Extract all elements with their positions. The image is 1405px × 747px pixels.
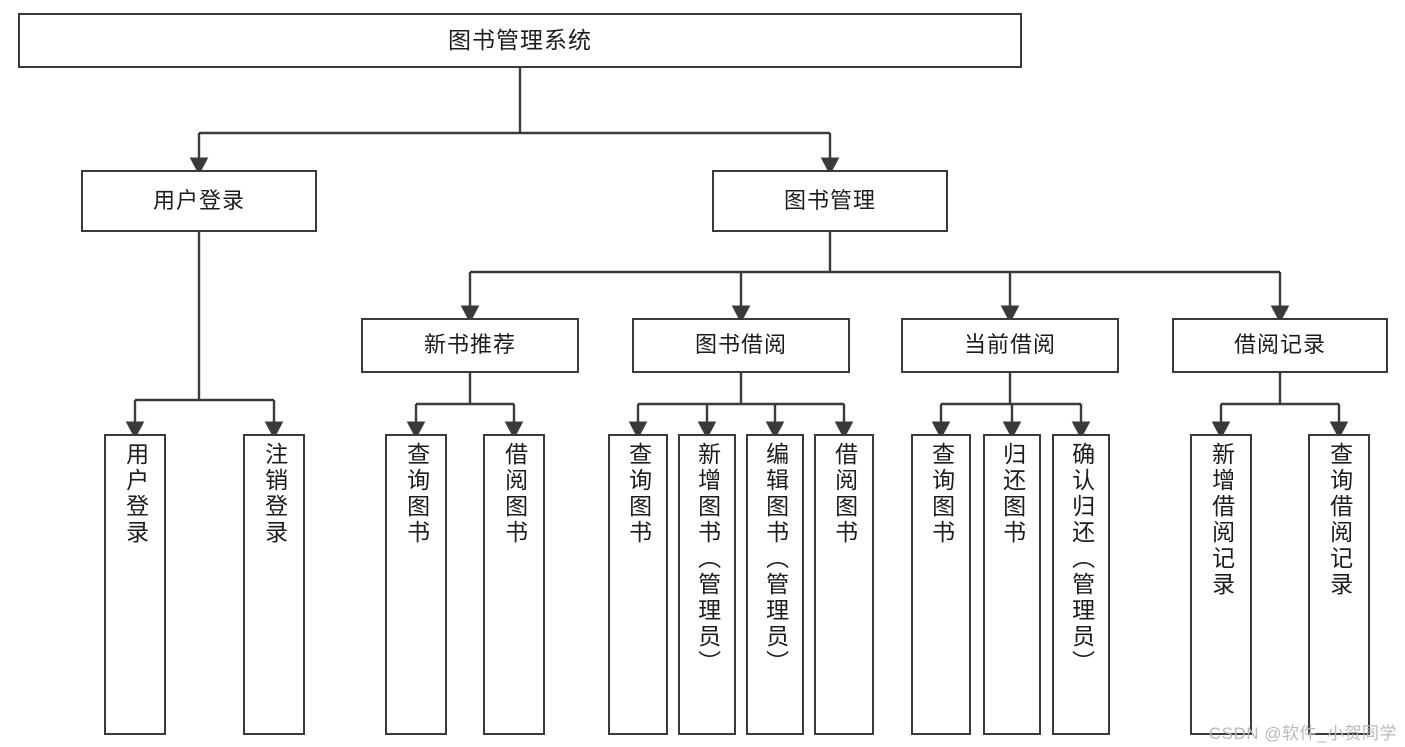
- node-leaf_10[interactable]: 确认归还（管理员）: [1052, 434, 1110, 735]
- node-l2_2[interactable]: 当前借阅: [901, 318, 1119, 373]
- node-label: 借阅图书: [501, 442, 528, 546]
- node-l2_3[interactable]: 借阅记录: [1172, 318, 1388, 373]
- node-label: 编辑图书（管理员）: [762, 442, 789, 676]
- node-label: 查询图书: [625, 442, 652, 546]
- node-l1_0[interactable]: 用户登录: [81, 170, 317, 232]
- node-label: 借阅图书: [831, 442, 858, 546]
- node-leaf_9[interactable]: 归还图书: [983, 434, 1041, 735]
- node-leaf_2[interactable]: 查询图书: [385, 434, 447, 735]
- node-leaf_7[interactable]: 借阅图书: [814, 434, 874, 735]
- node-label: 用户登录: [152, 187, 245, 213]
- node-label: 新书推荐: [423, 332, 516, 358]
- node-l2_1[interactable]: 图书借阅: [632, 318, 850, 373]
- node-label: 新增借阅记录: [1208, 442, 1235, 598]
- node-label: 查询图书: [403, 442, 430, 546]
- node-label: 图书借阅: [694, 332, 787, 358]
- node-label: 查询图书: [928, 442, 955, 546]
- node-leaf_6[interactable]: 编辑图书（管理员）: [746, 434, 804, 735]
- node-label: 归还图书: [999, 442, 1026, 546]
- node-label: 图书管理: [783, 187, 876, 213]
- node-label: 注销登录: [261, 442, 288, 546]
- node-label: 当前借阅: [963, 332, 1056, 358]
- node-label: 图书管理系统: [448, 26, 592, 53]
- node-label: 借阅记录: [1233, 332, 1326, 358]
- node-leaf_12[interactable]: 查询借阅记录: [1308, 434, 1370, 735]
- node-l1_1[interactable]: 图书管理: [712, 170, 948, 232]
- node-leaf_8[interactable]: 查询图书: [911, 434, 971, 735]
- node-leaf_1[interactable]: 注销登录: [243, 434, 305, 735]
- node-leaf_11[interactable]: 新增借阅记录: [1190, 434, 1252, 735]
- node-leaf_5[interactable]: 新增图书（管理员）: [678, 434, 736, 735]
- node-l2_0[interactable]: 新书推荐: [361, 318, 579, 373]
- node-label: 新增图书（管理员）: [694, 442, 721, 676]
- node-label: 确认归还（管理员）: [1068, 442, 1095, 676]
- node-root[interactable]: 图书管理系统: [18, 13, 1022, 68]
- node-leaf_3[interactable]: 借阅图书: [483, 434, 545, 735]
- node-label: 用户登录: [122, 442, 149, 546]
- node-leaf_0[interactable]: 用户登录: [104, 434, 166, 735]
- node-leaf_4[interactable]: 查询图书: [608, 434, 668, 735]
- node-label: 查询借阅记录: [1326, 442, 1353, 598]
